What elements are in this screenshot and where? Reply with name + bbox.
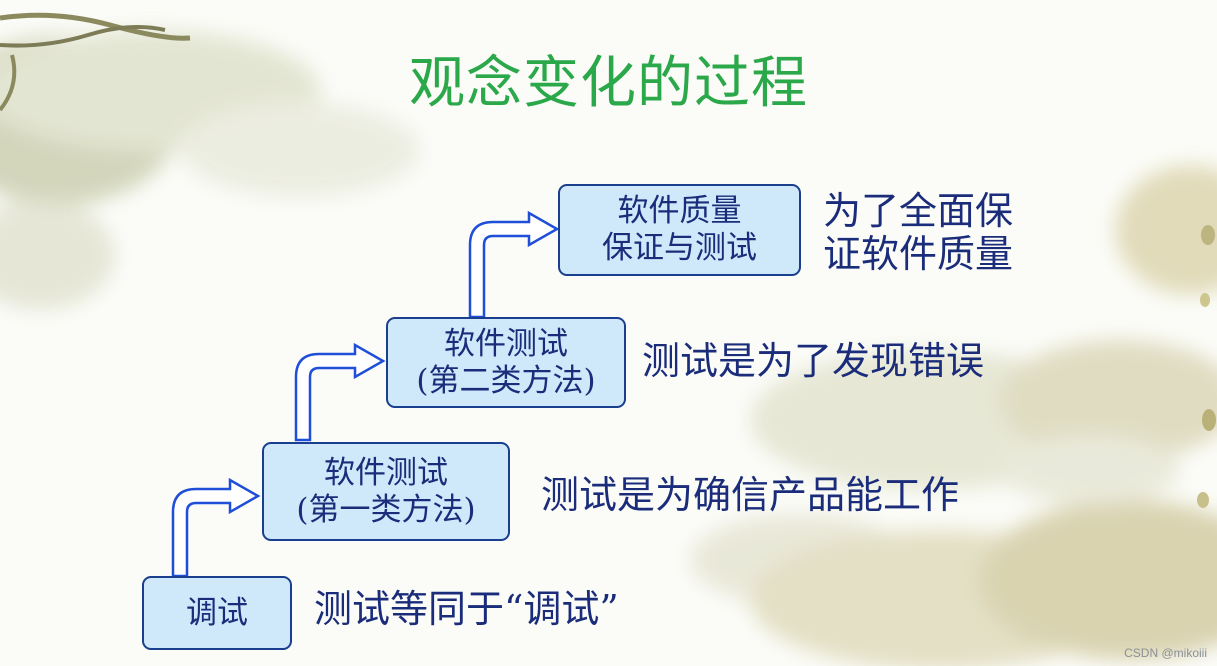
description-line: 测试是为了发现错误 — [642, 339, 985, 383]
step-box-testing-second-method: 软件测试 (第二类方法) — [386, 317, 626, 408]
step-label-line-2: (第二类方法) — [416, 362, 596, 399]
step-label-line-2: 保证与测试 — [602, 230, 757, 266]
description-line-1: 为了全面保 — [823, 189, 1014, 233]
step-description-second-method: 测试是为了发现错误 — [642, 339, 985, 383]
step-description-first-method: 测试是为确信产品能工作 — [541, 473, 960, 517]
step-label-line-1: 软件测试 — [444, 325, 568, 362]
description-line-2: 证软件质量 — [823, 232, 1014, 277]
step-label: 调试 — [186, 594, 248, 631]
step-label-line-2: (第一类方法) — [296, 491, 476, 528]
step-arrow-3 — [468, 210, 560, 319]
step-box-debug: 调试 — [142, 576, 292, 650]
description-line: 测试等同于“调试” — [314, 587, 619, 631]
slide-title: 观念变化的过程 — [409, 51, 808, 116]
step-arrow-2 — [294, 342, 386, 442]
step-description-quality-assurance: 为了全面保 证软件质量 — [823, 189, 1014, 277]
watermark: CSDN @mikoiii — [1124, 646, 1207, 660]
step-box-quality-assurance-and-testing: 软件质量 保证与测试 — [558, 184, 801, 276]
description-line: 测试是为确信产品能工作 — [541, 473, 960, 517]
step-label-line-1: 软件质量 — [617, 193, 742, 230]
step-label-line-1: 软件测试 — [324, 454, 448, 491]
step-box-testing-first-method: 软件测试 (第一类方法) — [262, 442, 510, 541]
step-description-debug: 测试等同于“调试” — [314, 587, 619, 631]
step-arrow-1 — [171, 477, 261, 578]
